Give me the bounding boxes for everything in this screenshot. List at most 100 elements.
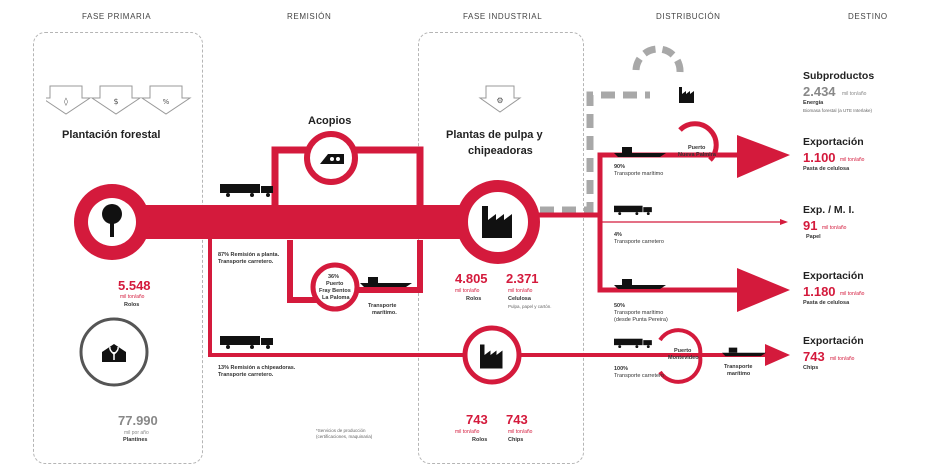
maritimo-chips-1: Transporte	[724, 364, 753, 370]
factory-subproductos-icon	[679, 87, 694, 103]
maritimo-50-a: Transporte marítimo	[614, 310, 664, 316]
maritimo-label-2: marítimo.	[372, 310, 397, 316]
svg-text:$: $	[113, 97, 118, 106]
exp2-flow	[597, 215, 745, 293]
inputs-arrows: ◊ $ %	[46, 85, 192, 115]
nueva-palmira-2: Nueva Palmira	[678, 152, 716, 158]
svg-text:%: %	[163, 98, 170, 106]
montevideo-1: Puerto	[674, 348, 692, 354]
truck-chips-icon	[220, 336, 273, 349]
subproductos-label: Energía	[803, 100, 824, 106]
ind-rolos-value: 4.805	[455, 271, 488, 286]
chips-rolos-label: Rolos	[472, 437, 488, 443]
celulosa-unit: mil ton/año	[508, 288, 533, 294]
exp1-value: 1.100	[803, 150, 836, 165]
carretero-4: Transporte carretero	[614, 239, 664, 245]
ship-chips-icon	[722, 347, 766, 357]
tree-icon	[102, 204, 122, 237]
mi-value: 91	[803, 218, 818, 233]
celulosa-note: Pulpa, papel y cartón.	[508, 304, 552, 309]
header-distribucion: DISTRIBUCIÓN	[656, 12, 721, 21]
exp1-label: Pasta de celulosa	[803, 166, 850, 172]
puerto-loop-left	[287, 240, 325, 303]
nueva-palmira-1: Puerto	[688, 145, 706, 151]
main-flow-trunk	[128, 205, 468, 239]
industrial-title-2: chipeadoras	[468, 145, 533, 157]
svg-text:⚙: ⚙	[496, 96, 503, 105]
chips-arrowhead	[765, 344, 790, 366]
ship-exp2-icon	[614, 279, 666, 289]
ind-rolos-unit: mil ton/año	[455, 288, 480, 294]
header-fase-industrial: FASE INDUSTRIAL	[463, 12, 543, 21]
maritimo-chips-2: marítimo	[727, 371, 751, 377]
exp3-unit: mil ton/año	[830, 356, 855, 362]
exp2-value: 1.180	[803, 284, 836, 299]
truck-mi-icon	[614, 205, 652, 215]
plantines-label: Plantines	[123, 437, 148, 443]
remision-87: 87% Remisión a planta.	[218, 252, 280, 258]
factory-icon	[482, 206, 512, 238]
subproductos-title: Subproductos	[803, 70, 875, 82]
subproductos-unit: mil ton/año	[842, 91, 867, 97]
panel-fase-primaria	[33, 32, 203, 464]
mi-arrowhead	[780, 219, 788, 225]
header-remision: REMISIÓN	[287, 12, 332, 21]
puerto-circle	[310, 262, 360, 312]
header-destino: DESTINO	[848, 12, 888, 21]
montevideo-arc-b	[658, 355, 703, 384]
exp2-title: Exportación	[803, 270, 864, 282]
factory-chips-icon	[480, 344, 503, 369]
chips-rolos-value: 743	[466, 412, 488, 427]
pct-90: 90%	[614, 164, 626, 170]
chips-value: 743	[506, 412, 528, 427]
exp3-value: 743	[803, 349, 825, 364]
puerto-loop-right	[345, 240, 423, 293]
nueva-palmira-arc	[678, 121, 719, 162]
exp3-title: Exportación	[803, 335, 864, 347]
puerto-line-3: La Paloma	[322, 295, 350, 301]
chips-rolos-unit: mil ton/año	[455, 429, 480, 435]
exp2-arrowhead	[737, 268, 790, 312]
ind-rolos-label: Rolos	[466, 296, 482, 302]
rolos-unit: mil ton/año	[120, 294, 145, 300]
exp1-title: Exportación	[803, 136, 864, 148]
exp1-unit: mil ton/año	[840, 157, 865, 163]
industrial-title-1: Plantas de pulpa y	[446, 129, 543, 141]
chips-label: Chips	[508, 437, 524, 443]
celulosa-label: Celulosa	[508, 296, 531, 302]
remision-13-b: Transporte carretero.	[218, 372, 274, 378]
subproductos-arc	[632, 45, 684, 73]
exp1-arrowhead	[737, 135, 790, 178]
maritimo-label-1: Transporte	[368, 303, 397, 309]
footnote-2: (certificaciones, maquinaria)	[316, 434, 373, 439]
header-fase-primaria: FASE PRIMARIA	[82, 12, 152, 21]
montevideo-arc	[658, 328, 703, 357]
maritimo-50-b: (desde Punta Pereira)	[614, 317, 668, 323]
subproductos-note: Biomasa forestal (a UTE Interlake)	[803, 108, 873, 113]
truck-icon	[220, 184, 273, 197]
ship-icon	[360, 277, 412, 287]
carretero-100: Transporte carretero	[614, 373, 664, 379]
log-pile-icon	[320, 154, 344, 164]
subproductos-value: 2.434	[803, 84, 836, 99]
celulosa-value: 2.371	[506, 271, 539, 286]
pct-50: 50%	[614, 303, 626, 309]
chips-flow	[208, 238, 770, 357]
exp1-flow	[534, 152, 745, 218]
mi-label: Papel	[806, 234, 821, 240]
chips-unit: mil ton/año	[508, 429, 533, 435]
svg-text:◊: ◊	[64, 97, 68, 106]
plantines-unit: mil por año	[124, 430, 149, 436]
rolos-label: Rolos	[124, 302, 140, 308]
montevideo-2: Montevideo	[668, 355, 699, 361]
remision-87-b: Transporte carretero.	[218, 259, 274, 265]
mi-title: Exp. / M. I.	[803, 204, 855, 216]
plant-icon	[102, 344, 126, 362]
mi-unit: mil ton/año	[822, 225, 847, 231]
exp2-label: Pasta de celulosa	[803, 300, 850, 306]
truck-mvd-icon	[614, 338, 652, 348]
exp2-unit: mil ton/año	[840, 291, 865, 297]
industrial-input-arrow: ⚙	[478, 85, 522, 113]
footnote-1: *Servicios de producción	[316, 428, 366, 433]
